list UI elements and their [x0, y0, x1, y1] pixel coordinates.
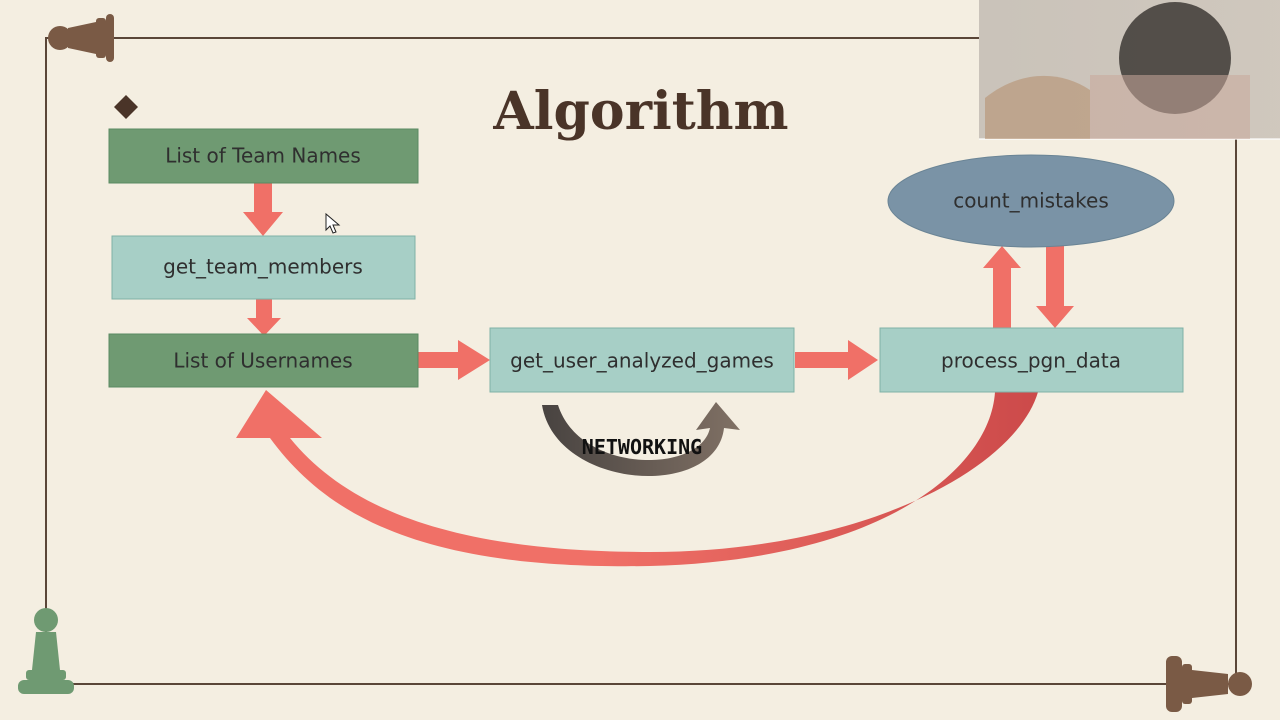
node-get-user-analyzed-games-label: get_user_analyzed_games — [510, 349, 774, 373]
diamond-bullet-icon — [114, 95, 138, 119]
mouse-cursor-icon — [326, 214, 339, 233]
webcam-inset — [979, 0, 1280, 139]
node-team-names: List of Team Names — [109, 129, 418, 183]
return-curved-arrow — [236, 390, 1038, 566]
node-get-team-members: get_team_members — [112, 236, 415, 299]
arrow-process-pgn-data-to-count-mistakes — [983, 246, 1021, 328]
arrow-count-mistakes-to-process-pgn-data — [1036, 246, 1074, 328]
node-usernames: List of Usernames — [109, 334, 418, 387]
pawn-icon — [18, 608, 74, 694]
networking-label: NETWORKING — [582, 435, 702, 459]
arrow-team-names-to-get-team-members — [243, 183, 283, 236]
node-team-names-label: List of Team Names — [165, 144, 361, 168]
arrow-usernames-to-get-user-analyzed-games — [418, 340, 490, 380]
pawn-icon — [1166, 656, 1252, 712]
node-process-pgn-data: process_pgn_data — [880, 328, 1183, 392]
node-count-mistakes: count_mistakes — [888, 155, 1174, 247]
node-count-mistakes-label: count_mistakes — [953, 189, 1109, 213]
page-title: Algorithm — [492, 81, 788, 142]
pawn-icon — [48, 14, 114, 62]
arrow-get-team-members-to-usernames — [247, 299, 281, 336]
node-get-team-members-label: get_team_members — [163, 255, 363, 279]
node-usernames-label: List of Usernames — [173, 349, 352, 373]
node-get-user-analyzed-games: get_user_analyzed_games — [490, 328, 794, 392]
node-process-pgn-data-label: process_pgn_data — [941, 349, 1121, 373]
arrow-get-user-analyzed-games-to-process-pgn-data — [795, 340, 878, 380]
